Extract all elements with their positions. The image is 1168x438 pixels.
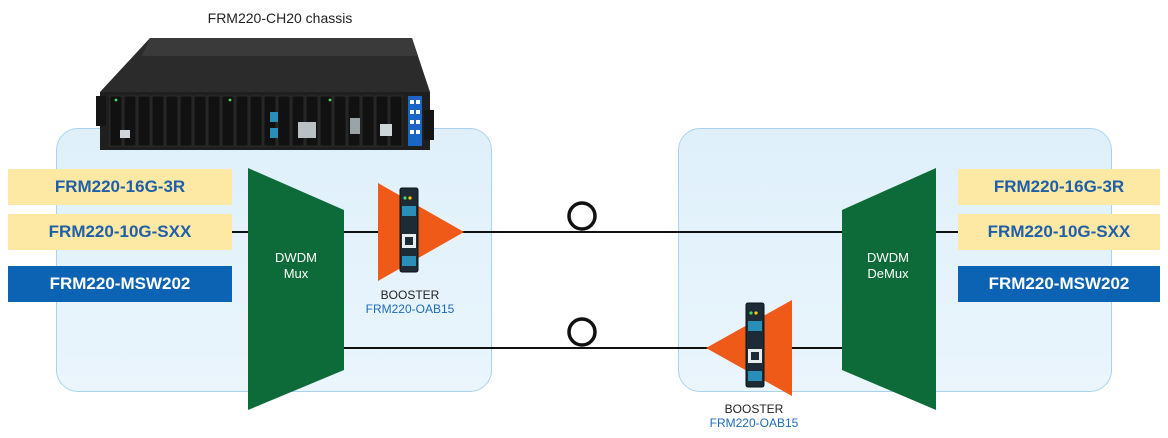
booster-device-icon-left	[399, 187, 419, 273]
booster-caption-right: BOOSTER FRM220-OAB15	[684, 402, 824, 430]
booster-caption-left: BOOSTER FRM220-OAB15	[340, 288, 480, 316]
chassis-title: FRM220-CH20 chassis	[207, 10, 353, 26]
booster-label-right: BOOSTER	[724, 402, 784, 416]
fiber-spool-icon-bottom	[567, 317, 597, 347]
dwdm-demux-label: DWDM DeMux	[848, 250, 928, 282]
booster-model-left: FRM220-OAB15	[365, 302, 455, 316]
right-module-16g-3r: FRM220-16G-3R	[958, 169, 1160, 205]
dwdm-demux-label-line2: DeMux	[867, 266, 909, 281]
dwdm-mux-label: DWDM Mux	[256, 250, 336, 282]
booster-device-icon-right	[745, 302, 765, 388]
fiber-spool-icon-top	[567, 201, 597, 231]
left-module-16g-3r: FRM220-16G-3R	[8, 169, 232, 205]
chassis-icon	[96, 38, 434, 150]
left-module-msw202: FRM220-MSW202	[8, 266, 232, 302]
booster-label-left: BOOSTER	[380, 288, 440, 302]
dwdm-demux-shape	[842, 168, 936, 410]
booster-model-right: FRM220-OAB15	[709, 416, 799, 430]
right-module-10g-sxx: FRM220-10G-SXX	[958, 214, 1160, 250]
right-module-msw202: FRM220-MSW202	[958, 266, 1160, 302]
booster-triangle-left	[378, 183, 464, 281]
dwdm-mux-label-line1: DWDM	[275, 250, 317, 265]
dwdm-mux-shape	[248, 168, 344, 410]
dwdm-demux-label-line1: DWDM	[867, 250, 909, 265]
left-module-10g-sxx: FRM220-10G-SXX	[8, 214, 232, 250]
dwdm-mux-label-line2: Mux	[283, 266, 309, 281]
